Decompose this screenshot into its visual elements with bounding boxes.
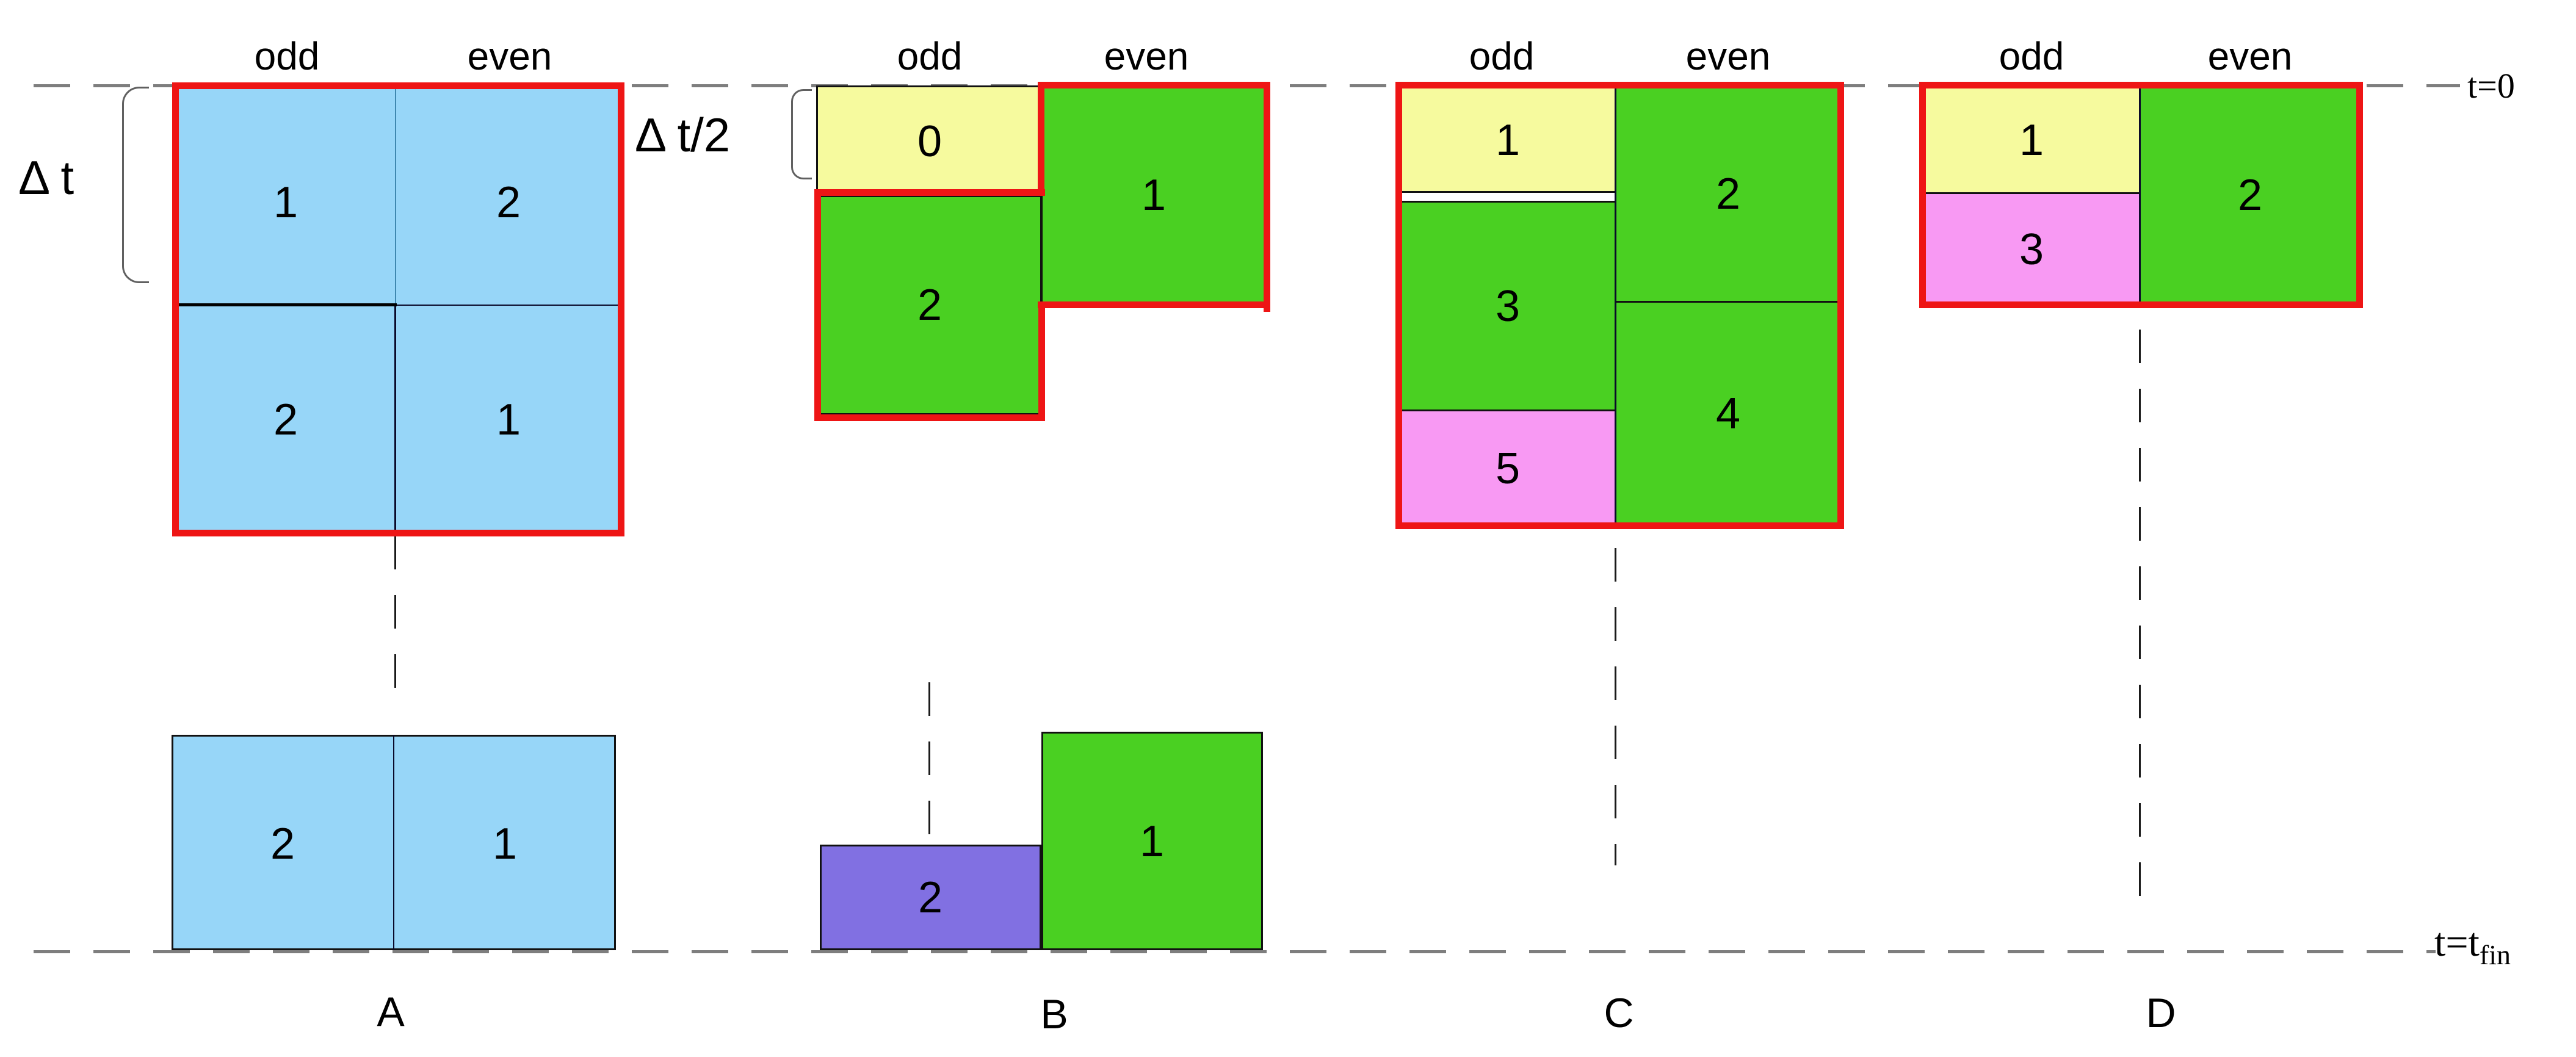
panel-c-cell-step3: 3: [1495, 282, 1521, 331]
panel-c-cell-step4: 4: [1715, 389, 1741, 438]
panel-a-final-divider: [393, 735, 394, 950]
panel-a-horizontal-divider-left: [175, 303, 397, 306]
panel-d-even-header: even: [2207, 34, 2293, 78]
panel-d-red-outline: [1919, 82, 2363, 308]
panel-d-cell-step3: 3: [2019, 225, 2044, 274]
time-final-label-subscript: fin: [2479, 939, 2511, 970]
panel-c-odd-header: odd: [1469, 34, 1535, 78]
delta-t-bracket: [122, 87, 149, 283]
panel-a-cell-odd-step1: 1: [273, 178, 298, 227]
panel-a-cell-even-step1: 1: [496, 395, 521, 444]
panel-b-red-segment-column-split-upper: [1038, 82, 1044, 196]
panel-d-even-step-cell: [2140, 85, 2359, 305]
panel-a-final-even-cell: 1: [492, 820, 518, 868]
panel-a-cell-even-step2: 2: [496, 178, 521, 227]
panel-b-letter: B: [1040, 991, 1068, 1037]
panel-b-red-segment-odd-right: [1038, 301, 1045, 421]
panel-a-letter: A: [377, 989, 405, 1035]
panel-b-even-step-cell: [1041, 85, 1267, 305]
panel-a-even-header: even: [467, 34, 552, 78]
panel-b-red-segment-odd-bottom: [814, 414, 1045, 421]
panel-d-cell-step2: 2: [2237, 171, 2263, 220]
panel-b-odd-header: odd: [897, 34, 963, 78]
panel-d-odd-last-half-step-cell: [1923, 194, 2140, 305]
panel-a-cell-odd-step2: 2: [273, 395, 298, 444]
panel-d-cell-step1: 1: [2019, 116, 2044, 165]
panel-a-horizontal-divider-right: [397, 305, 621, 306]
time-zero-label: t=0: [2467, 66, 2515, 106]
time-final-label: t=tfin: [2434, 923, 2511, 969]
panel-c-cell-step5: 5: [1495, 444, 1521, 493]
panel-b-connector-dashed-line: [928, 682, 930, 836]
panel-b-cell-init: 0: [917, 117, 942, 166]
delta-t-half-bracket: [791, 89, 812, 179]
panel-a-red-outline: [172, 82, 624, 536]
panel-d-odd-half-step-cell: [1923, 85, 2140, 194]
panel-a-final-odd-cell: 2: [270, 820, 295, 868]
panel-c-odd-half-step-cell: [1399, 85, 1616, 193]
panel-b-cell-odd-step2: 2: [917, 281, 942, 330]
panel-b-final-odd-cell: 2: [917, 873, 943, 922]
panel-d-letter: D: [2146, 990, 2176, 1036]
panel-b-red-segment-yellow-bottom: [814, 189, 1045, 196]
delta-t-label: Δ t: [18, 151, 74, 204]
panel-a-connector-dashed-line: [394, 536, 396, 711]
panel-c-cell-step2: 2: [1715, 170, 1741, 218]
panel-d-odd-header: odd: [1999, 34, 2064, 78]
panel-d-connector-dashed-line: [2139, 330, 2141, 917]
panel-b-red-segment-even-bottom: [1038, 301, 1270, 308]
time-final-dashed-line: [34, 950, 2436, 953]
panel-d-column-divider: [2139, 85, 2141, 305]
panel-b-red-segment-even-right: [1264, 82, 1270, 312]
panel-b-final-odd-block: [820, 845, 1041, 950]
panel-b-red-segment-odd-left: [814, 189, 821, 421]
panel-c-cell-step1: 1: [1495, 116, 1521, 165]
panel-c-letter: C: [1604, 990, 1634, 1036]
panel-b-final-even-cell: 1: [1139, 817, 1165, 866]
delta-t-half-label: Δ t/2: [635, 108, 731, 162]
panel-c-even-step-cell-lower: [1616, 303, 1840, 525]
panel-c-even-step-cell-upper: [1616, 85, 1840, 303]
panel-b-init-half-step-cell: [816, 85, 1041, 195]
panel-a-top-vertical-divider: [395, 85, 396, 305]
panel-c-even-header: even: [1685, 34, 1771, 78]
panel-a-top-block: [175, 85, 621, 533]
panel-a-odd-header: odd: [254, 34, 320, 78]
panel-b-odd-step-cell: [818, 196, 1041, 414]
panel-c-connector-dashed-line: [1615, 548, 1616, 865]
panel-b-even-header: even: [1104, 34, 1189, 78]
panel-c-column-divider: [1615, 85, 1616, 525]
panel-c-odd-full-step-cell: [1399, 201, 1616, 411]
panel-b-red-segment-even-top: [1038, 82, 1270, 88]
time-final-label-base: t=t: [2434, 920, 2480, 965]
panel-c-odd-last-half-step-cell: [1399, 411, 1616, 525]
panel-b-cell-even-step1: 1: [1141, 171, 1167, 220]
panel-b-final-even-block: [1041, 732, 1263, 950]
panel-c-red-outline: [1395, 82, 1844, 529]
panel-a-bottom-vertical-divider: [394, 305, 396, 533]
